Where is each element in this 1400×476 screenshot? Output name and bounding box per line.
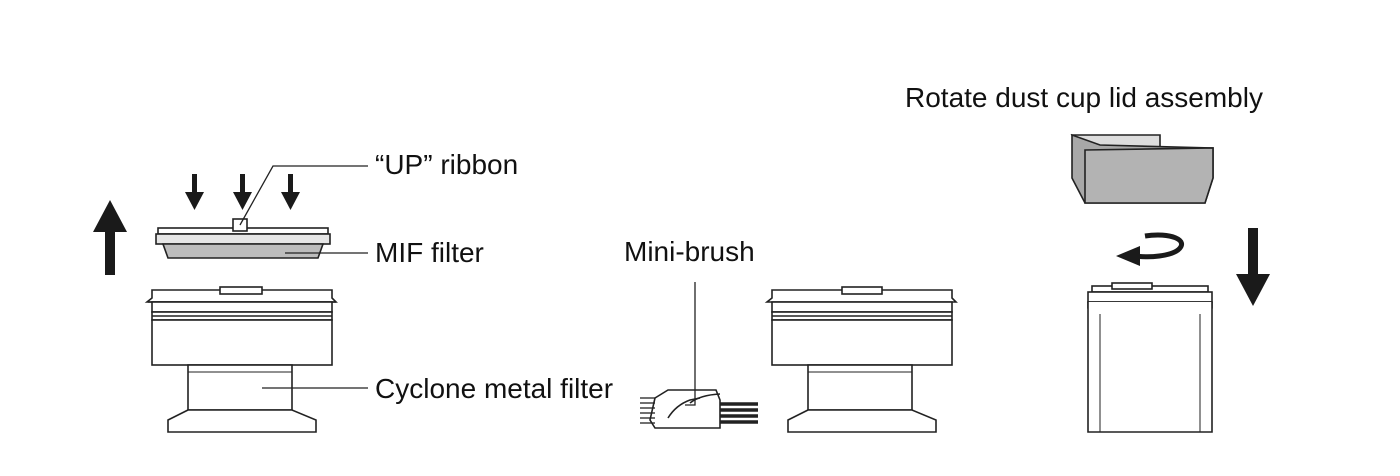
up-arrow-icon (93, 200, 127, 275)
leader-up-ribbon (239, 165, 368, 226)
dust-cup-assembly-left (93, 174, 338, 433)
mini-brush-shape (640, 389, 758, 429)
dust-cup-lid-shape (1070, 133, 1214, 204)
press-down-arrows-icon (185, 174, 300, 210)
cup-body-right (1087, 282, 1213, 433)
label-mini-brush: Mini-brush (624, 236, 755, 267)
cup-body-left (144, 286, 338, 433)
leader-mini-brush (685, 282, 696, 406)
label-up-ribbon: “UP” ribbon (375, 149, 519, 180)
dust-cup-assembly-middle (764, 286, 958, 433)
leader-lines (239, 165, 696, 406)
label-mif-filter: MIF filter (375, 237, 484, 268)
label-cyclone-metal-filter: Cyclone metal filter (375, 373, 614, 404)
dust-cup-assembly-right (1070, 133, 1270, 433)
label-rotate-lid: Rotate dust cup lid assembly (905, 82, 1263, 113)
rotate-arrow-icon (1116, 232, 1184, 266)
down-arrow-icon (1236, 228, 1270, 306)
mif-filter-shape (155, 218, 331, 259)
